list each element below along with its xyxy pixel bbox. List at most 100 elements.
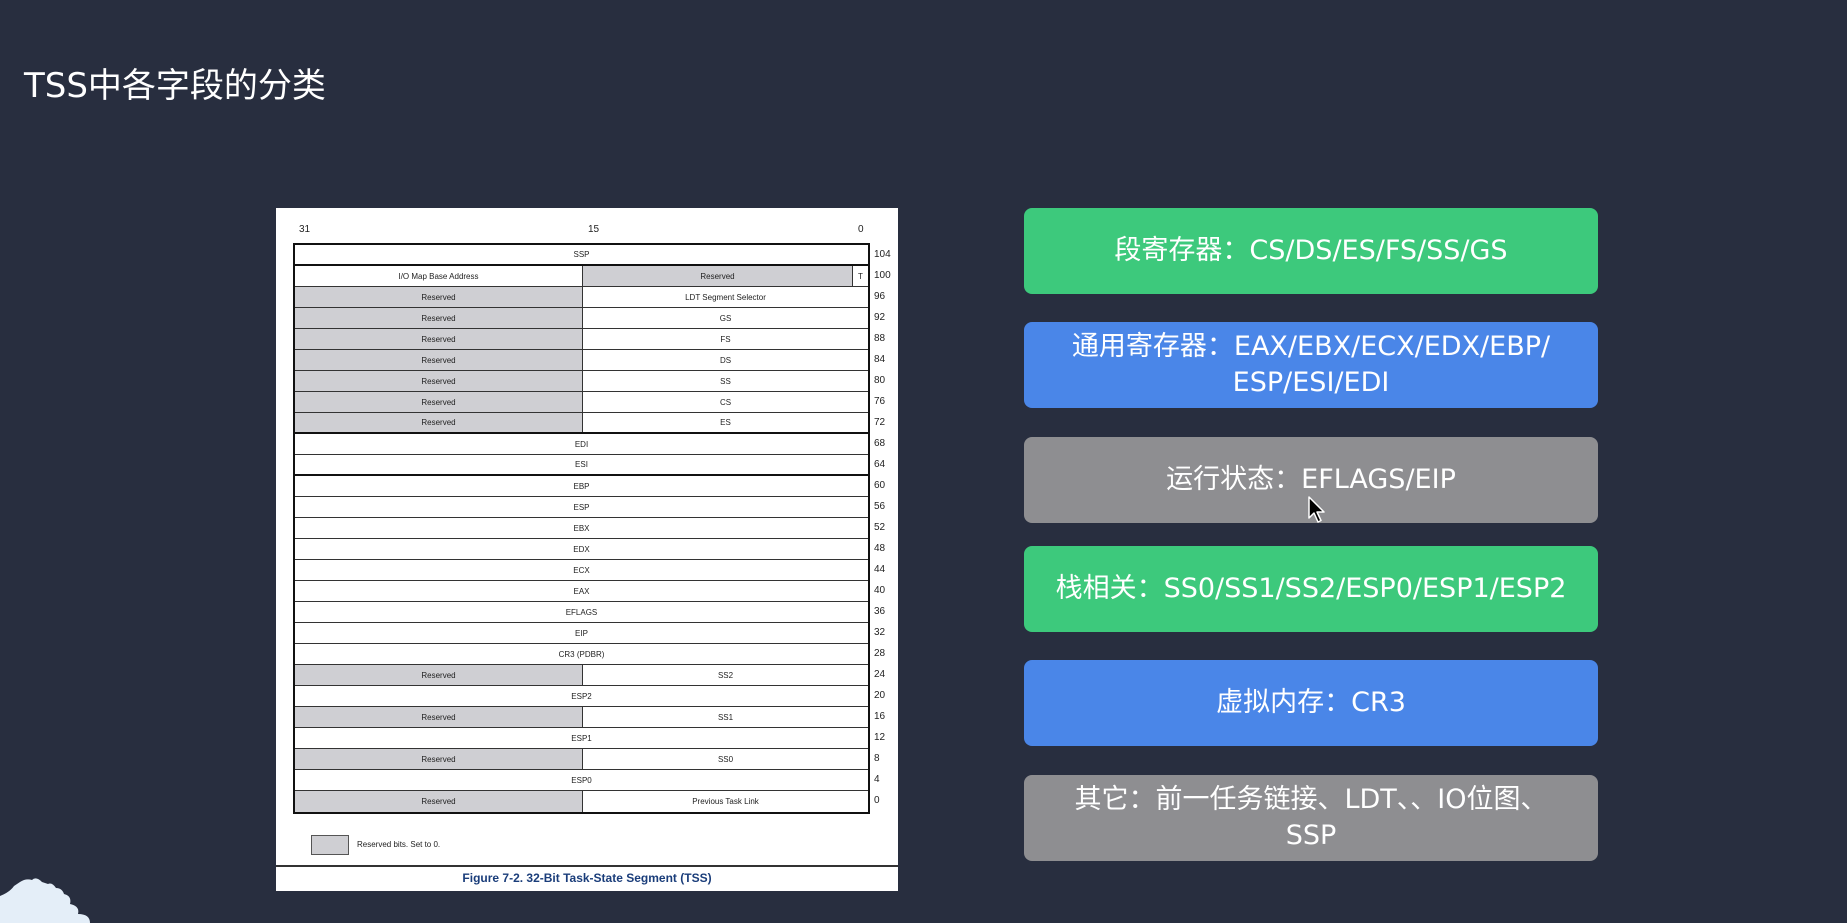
tss-field: EDI <box>574 439 589 449</box>
offset-label: 16 <box>874 711 886 722</box>
tss-field: ES <box>720 418 731 427</box>
tss-field: EDX <box>573 544 590 554</box>
offset-label: 100 <box>874 270 891 281</box>
reserved-field: Reserved <box>295 308 583 328</box>
tss-row-offset-60: EBP <box>295 476 868 497</box>
reserved-field: Reserved <box>295 791 583 812</box>
category-stack-related: 栈相关：SS0/SS1/SS2/ESP0/ESP1/ESP2 <box>1024 546 1598 632</box>
category-text: 通用寄存器：EAX/EBX/ECX/EDX/EBP/ESP/ESI/EDI <box>1072 329 1550 401</box>
category-line: 段寄存器：CS/DS/ES/FS/SS/GS <box>1114 235 1508 266</box>
tss-row-offset-68: EDI <box>295 434 868 455</box>
reserved-field: Reserved <box>295 665 583 685</box>
tss-field: T <box>852 266 868 286</box>
category-text: 虚拟内存：CR3 <box>1216 685 1406 721</box>
caption-divider <box>276 865 898 867</box>
tss-field: SS <box>720 376 731 386</box>
offset-label: 56 <box>874 501 886 512</box>
tss-row-offset-44: ECX <box>295 560 868 581</box>
offset-label: 88 <box>874 333 886 344</box>
offset-label: 24 <box>874 669 886 680</box>
offset-label: 52 <box>874 522 886 533</box>
offset-label: 92 <box>874 312 886 323</box>
tss-row-offset-32: EIP <box>295 623 868 644</box>
tss-field: EBP <box>573 481 590 491</box>
tss-row-offset-4: ESP0 <box>295 770 868 791</box>
tss-row-offset-104: SSP <box>295 245 868 266</box>
tss-field: ESP0 <box>571 775 592 785</box>
bit-label-0: 0 <box>858 224 864 235</box>
mouse-pointer-icon <box>1308 496 1325 523</box>
category-line: 通用寄存器：EAX/EBX/ECX/EDX/EBP/ <box>1071 331 1551 362</box>
tss-field: GS <box>719 313 732 323</box>
offset-label: 68 <box>874 438 886 449</box>
tss-row-offset-20: ESP2 <box>295 686 868 707</box>
tss-field: EAX <box>573 586 590 596</box>
offset-label: 104 <box>874 249 891 260</box>
tss-field: ESI <box>575 460 588 469</box>
tss-field: EBX <box>573 523 590 533</box>
tss-field: SSP <box>573 250 590 259</box>
tss-row-offset-48: EDX <box>295 539 868 560</box>
tss-row-offset-56: ESP <box>295 497 868 518</box>
reserved-field: Reserved <box>295 413 583 432</box>
tss-row-offset-8: Reserved SS0 <box>295 749 868 770</box>
tss-field: ESP1 <box>571 733 592 743</box>
offset-label: 60 <box>874 480 886 491</box>
reserved-field: Reserved <box>295 350 583 370</box>
tss-row-offset-36: EFLAGS <box>295 602 868 623</box>
reserved-field: Reserved <box>295 707 583 727</box>
category-line: 虚拟内存：CR3 <box>1216 687 1406 718</box>
offset-label: 72 <box>874 417 886 428</box>
category-segment-registers: 段寄存器：CS/DS/ES/FS/SS/GS <box>1024 208 1598 294</box>
reserved-legend-swatch <box>311 835 349 855</box>
category-line: 其它：前一任务链接、LDT、、IO位图、 <box>1074 784 1548 815</box>
tss-row-offset-52: EBX <box>295 518 868 539</box>
tss-row-offset-28: CR3 (PDBR) <box>295 644 868 665</box>
reserved-field: Reserved <box>583 266 852 286</box>
category-text: 运行状态：EFLAGS/EIP <box>1166 462 1456 498</box>
tss-field: CR3 (PDBR) <box>558 649 605 659</box>
tss-field: DS <box>719 355 732 365</box>
offset-label: 44 <box>874 564 886 575</box>
category-text: 其它：前一任务链接、LDT、、IO位图、SSP <box>1074 782 1547 854</box>
tss-field: SS2 <box>717 670 734 680</box>
category-general-registers: 通用寄存器：EAX/EBX/ECX/EDX/EBP/ESP/ESI/EDI <box>1024 322 1598 408</box>
tss-field: ECX <box>573 565 590 575</box>
offset-label: 80 <box>874 375 886 386</box>
tss-row-offset-64: ESI <box>295 455 868 476</box>
figure-caption: Figure 7-2. 32-Bit Task-State Segment (T… <box>462 871 712 885</box>
tss-field: SS0 <box>717 754 734 764</box>
gear-logo-icon <box>0 878 90 923</box>
category-other: 其它：前一任务链接、LDT、、IO位图、SSP <box>1024 775 1598 861</box>
category-line: ESP/ESI/EDI <box>1232 367 1390 398</box>
offset-label: 20 <box>874 690 886 701</box>
tss-row-offset-72: Reserved ES <box>295 413 868 434</box>
offset-label: 36 <box>874 606 886 617</box>
reserved-field: Reserved <box>295 329 583 349</box>
offset-label: 12 <box>874 732 886 743</box>
offset-label: 40 <box>874 585 886 596</box>
offset-label: 64 <box>874 459 886 470</box>
tss-row-offset-96: Reserved LDT Segment Selector <box>295 287 868 308</box>
reserved-field: Reserved <box>295 392 583 412</box>
tss-row-offset-24: Reserved SS2 <box>295 665 868 686</box>
reserved-field: Reserved <box>295 371 583 391</box>
tss-field: EIP <box>575 628 588 638</box>
reserved-field: Reserved <box>295 749 583 769</box>
offset-label: 0 <box>874 795 880 806</box>
tss-field: LDT Segment Selector <box>685 292 766 302</box>
reserved-field: Reserved <box>295 287 583 307</box>
bit-label-31: 31 <box>299 224 311 235</box>
offset-label: 8 <box>874 753 880 764</box>
tss-field: ESP2 <box>571 691 592 701</box>
tss-field: FS <box>720 334 731 344</box>
tss-field: EFLAGS <box>565 607 598 617</box>
tss-field: I/O Map Base Address <box>295 266 583 286</box>
offset-label: 28 <box>874 648 886 659</box>
